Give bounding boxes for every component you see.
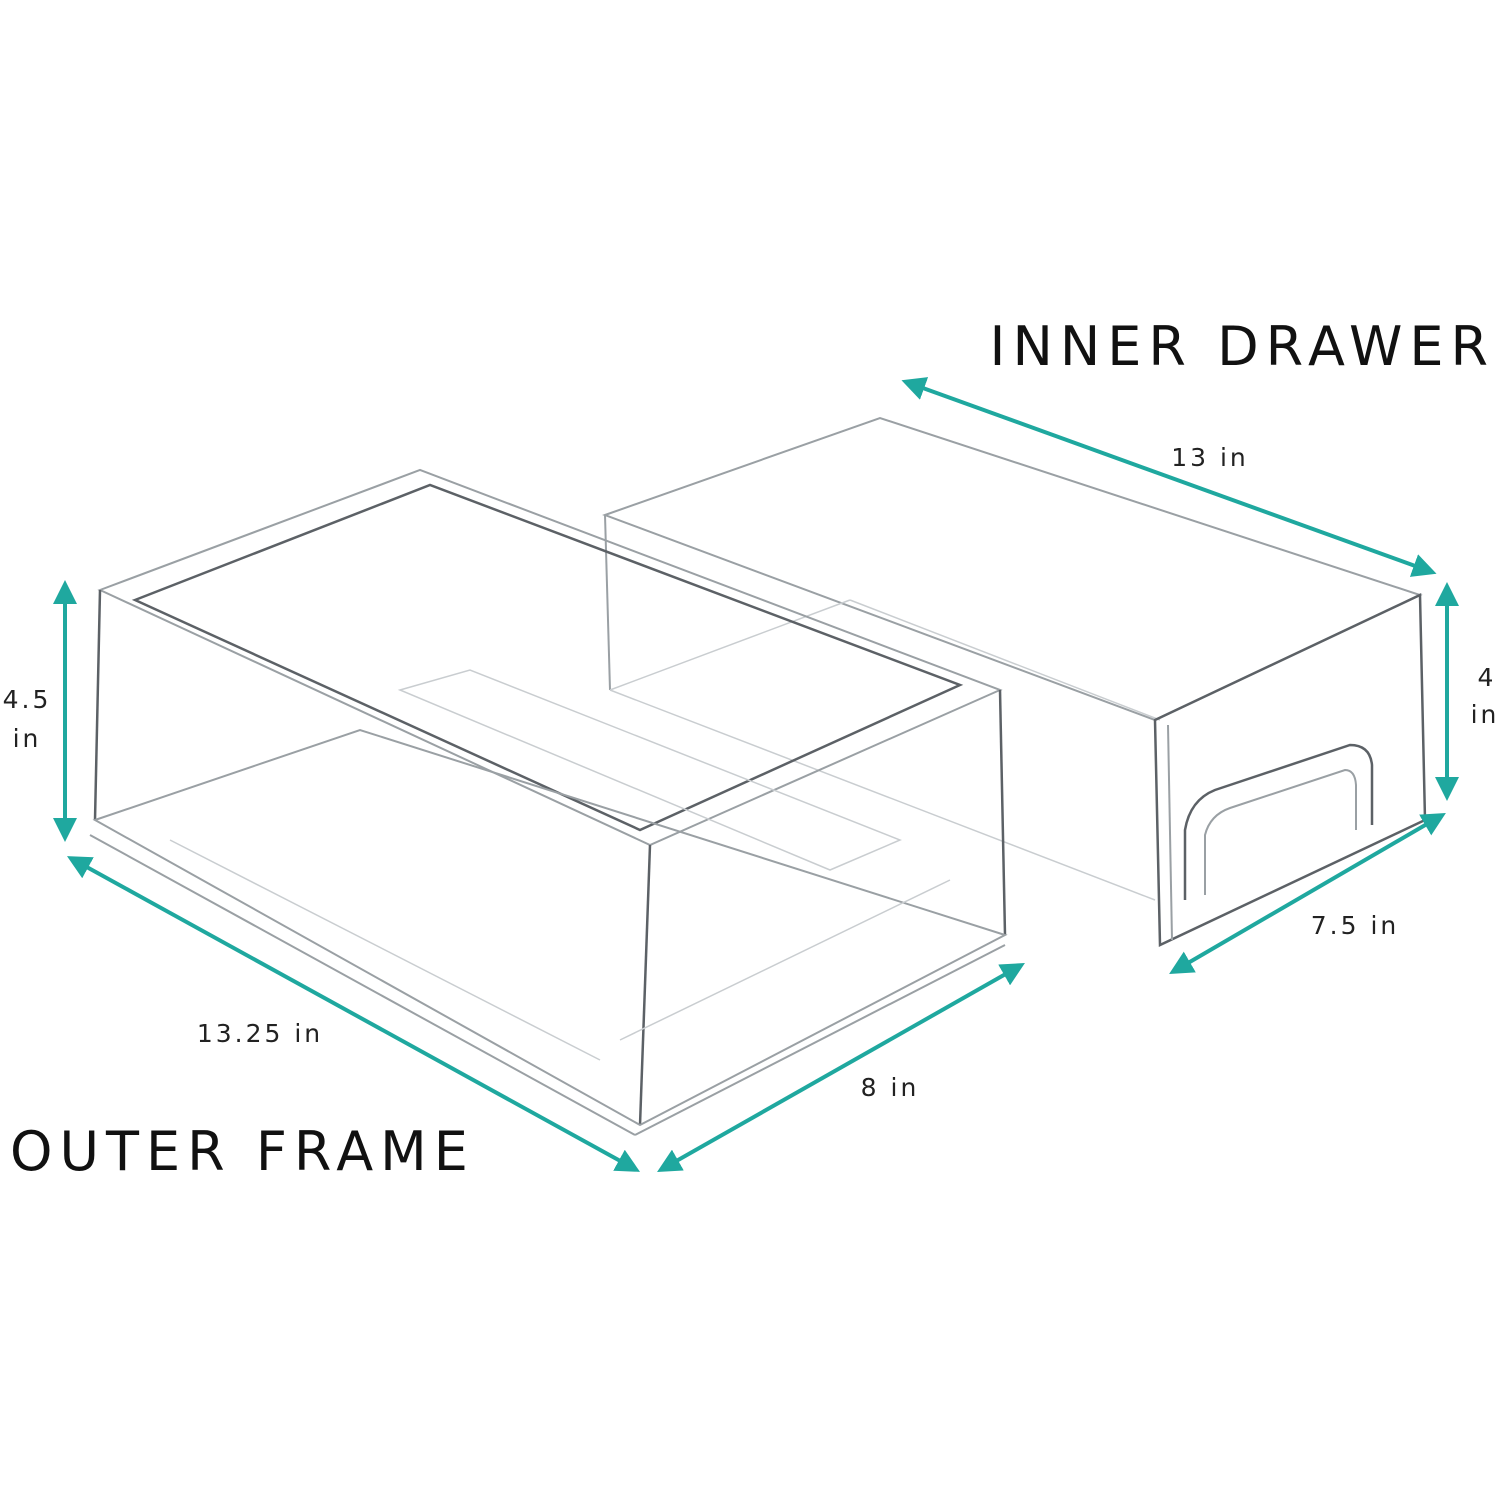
outer-length-label: 13.25 in: [197, 1019, 323, 1048]
inner-length-arrow: [901, 377, 1437, 577]
inner-height-value: 4: [1478, 663, 1497, 692]
inner-drawer-label: INNER DRAWER: [990, 315, 1495, 378]
inner-width-arrow: [1169, 812, 1446, 975]
outer-height-value: 4.5: [3, 685, 52, 714]
inner-width-label: 7.5 in: [1311, 911, 1400, 940]
outer-frame-label: OUTER FRAME: [10, 1120, 475, 1183]
outer-width-label: 8 in: [861, 1073, 920, 1102]
outer-width-arrow: [657, 963, 1025, 1172]
inner-length-label: 13 in: [1171, 443, 1249, 472]
outer-height-unit: in: [13, 724, 42, 753]
outer-length-arrow: [66, 856, 641, 1172]
inner-drawer-illustration: [602, 416, 1427, 947]
inner-height-unit: in: [1471, 700, 1500, 729]
